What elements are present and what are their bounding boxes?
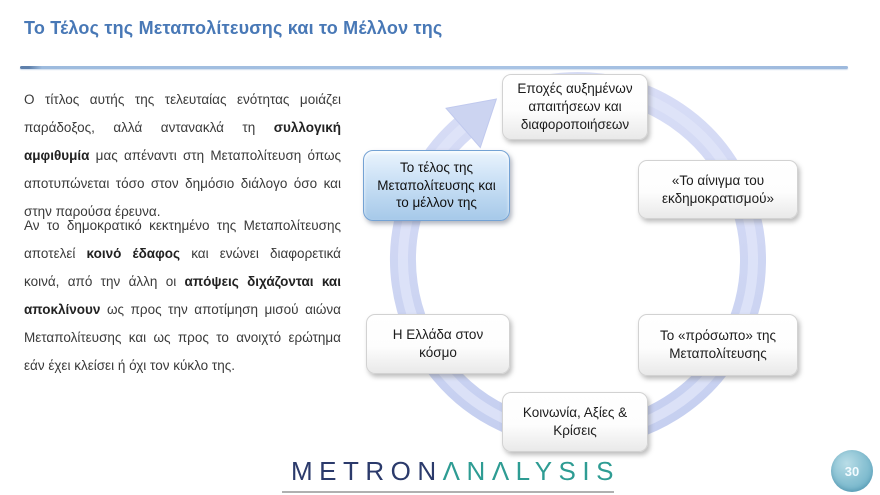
cycle-arrow-icon — [390, 72, 766, 448]
cycle-box-demands: Εποχές αυξημένων απαιτήσεων και διαφοροπ… — [502, 74, 648, 140]
page-number-badge: 30 — [831, 450, 873, 492]
cycle-box-face: Το «πρόσωπο» της Μεταπολίτευσης — [638, 314, 798, 376]
title-divider — [20, 66, 848, 69]
cycle-box-end-and-future: Το τέλος της Μεταπολίτευσης και το μέλλο… — [363, 150, 510, 221]
cycle-diagram: Εποχές αυξημένων απαιτήσεων και διαφοροπ… — [350, 60, 820, 470]
logo-analysis-text: ΛNΛLYSIS — [442, 456, 620, 486]
cycle-box-society-values: Κοινωνία, Αξίες & Κρίσεις — [502, 392, 648, 452]
metron-analysis-logo: METRONΛNΛLYSIS — [291, 456, 620, 487]
logo-metron-text: METRON — [291, 456, 443, 486]
logo-underline — [282, 491, 614, 493]
body-paragraph: Ο τίτλος αυτής της τελευταίας ενότητας μ… — [24, 92, 341, 219]
page-number: 30 — [844, 463, 860, 479]
cycle-box-greece-world: Η Ελλάδα στον κόσμο — [366, 314, 510, 374]
body-paragraph: Αν το δημοκρατικό κεκτημένο της Μεταπολί… — [24, 218, 341, 373]
cycle-box-enigma: «Το αίνιγμα του εκδημοκρατισμού» — [638, 160, 798, 219]
page-title: Το Τέλος της Μεταπολίτευσης και το Μέλλο… — [24, 18, 443, 38]
